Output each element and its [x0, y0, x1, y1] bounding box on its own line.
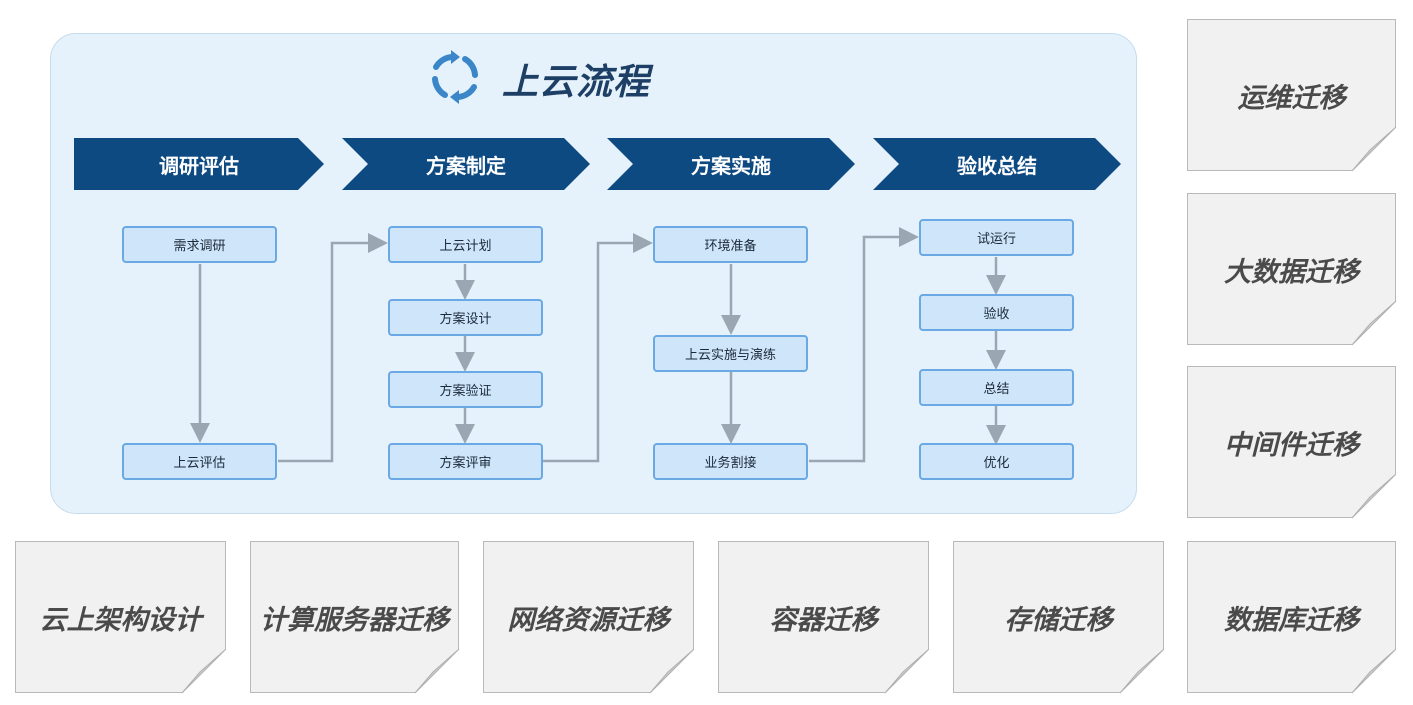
- card-label: 数据库迁移: [1224, 604, 1359, 636]
- card-label: 存储迁移: [1004, 604, 1113, 636]
- card-label: 中间件迁移: [1224, 429, 1359, 461]
- card-network-migration: 网络资源迁移: [483, 541, 694, 693]
- card-storage-migration: 存储迁移: [953, 541, 1164, 693]
- step-cloud-plan: 上云计划: [388, 226, 543, 263]
- phase-label: 方案实施: [691, 153, 771, 178]
- step-business-cutover: 业务割接: [653, 443, 808, 480]
- phase-planning: 方案制定: [342, 138, 590, 190]
- step-solution-design: 方案设计: [388, 299, 543, 336]
- card-cloud-architecture: 云上架构设计: [15, 541, 226, 693]
- card-label: 网络资源迁移: [507, 604, 670, 636]
- step-solution-review: 方案评审: [388, 443, 543, 480]
- step-acceptance: 验收: [919, 294, 1074, 331]
- card-label: 容器迁移: [769, 604, 878, 636]
- step-optimization: 优化: [919, 443, 1074, 480]
- step-trial-run: 试运行: [919, 219, 1074, 256]
- card-label: 云上架构设计: [39, 604, 202, 636]
- card-bigdata-migration: 大数据迁移: [1187, 193, 1396, 345]
- step-cloud-assessment: 上云评估: [122, 443, 277, 480]
- phase-research: 调研评估: [74, 138, 324, 190]
- page-title: 上云流程: [502, 62, 651, 103]
- phase-implementation: 方案实施: [607, 138, 855, 190]
- step-implementation-drill: 上云实施与演练: [653, 335, 808, 372]
- card-label: 计算服务器迁移: [260, 604, 449, 636]
- step-requirement-research: 需求调研: [122, 226, 277, 263]
- step-summary: 总结: [919, 369, 1074, 406]
- card-middleware-migration: 中间件迁移: [1187, 366, 1396, 518]
- phase-label: 调研评估: [159, 153, 239, 178]
- card-label: 大数据迁移: [1224, 256, 1359, 288]
- refresh-cycle-icon: [422, 44, 488, 114]
- step-solution-verification: 方案验证: [388, 371, 543, 408]
- card-database-migration: 数据库迁移: [1187, 541, 1396, 693]
- title-area: 上云流程: [422, 44, 650, 114]
- card-label: 运维迁移: [1237, 82, 1346, 114]
- card-ops-migration: 运维迁移: [1187, 19, 1396, 171]
- card-container-migration: 容器迁移: [718, 541, 929, 693]
- phase-acceptance: 验收总结: [873, 138, 1121, 190]
- step-environment-prep: 环境准备: [653, 226, 808, 263]
- phase-label: 方案制定: [426, 153, 506, 178]
- card-compute-migration: 计算服务器迁移: [250, 541, 459, 693]
- phase-label: 验收总结: [957, 153, 1037, 178]
